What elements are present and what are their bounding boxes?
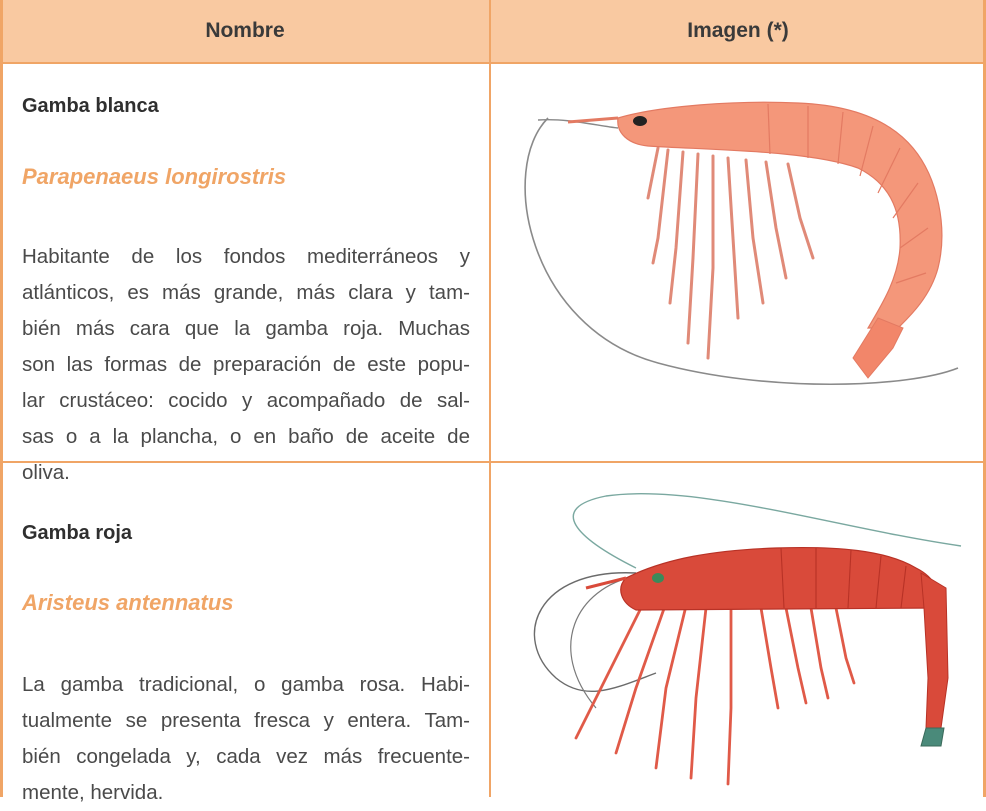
table-header: Nombre Imagen (*) xyxy=(0,0,986,64)
table-border-right xyxy=(983,0,986,797)
column-divider xyxy=(489,0,491,797)
column-header-name: Nombre xyxy=(205,19,285,42)
description-line: sas o a la plancha, o en baño de aceite … xyxy=(22,425,470,448)
column-header-image: Imagen (*) xyxy=(687,19,789,42)
description-line: mente, hervida. xyxy=(22,781,164,804)
species-description: Habitante de los fondos mediterráneos y … xyxy=(22,239,470,491)
row-divider xyxy=(0,461,986,463)
description-line: atlánticos, es más grande, más clara y t… xyxy=(22,281,470,304)
description-line: bién más cara que la gamba roja. Muchas xyxy=(22,317,470,340)
description-line: Habitante de los fondos mediterráneos y xyxy=(22,245,470,268)
white-shrimp-illustration-icon xyxy=(524,101,959,386)
description-line: lar crustáceo: cocido y acompañado de sa… xyxy=(22,389,470,412)
red-shrimp-illustration-icon xyxy=(533,493,962,786)
species-description: La gamba tradicional, o gamba rosa. Habi… xyxy=(22,667,470,811)
species-scientific-name: Parapenaeus longirostris xyxy=(22,164,287,189)
description-line: bién congelada y, cada vez más frecuente… xyxy=(22,745,470,768)
species-common-name: Gamba blanca xyxy=(22,95,159,117)
description-line: son las formas de preparación de este po… xyxy=(22,353,470,376)
species-common-name: Gamba roja xyxy=(22,522,133,544)
description-line: oliva. xyxy=(22,461,70,484)
description-line: tualmente se presenta fresca y entera. T… xyxy=(22,709,470,732)
description-line: La gamba tradicional, o gamba rosa. Habi… xyxy=(22,673,470,696)
table-border-left xyxy=(0,0,3,797)
species-scientific-name: Aristeus antennatus xyxy=(22,590,234,615)
